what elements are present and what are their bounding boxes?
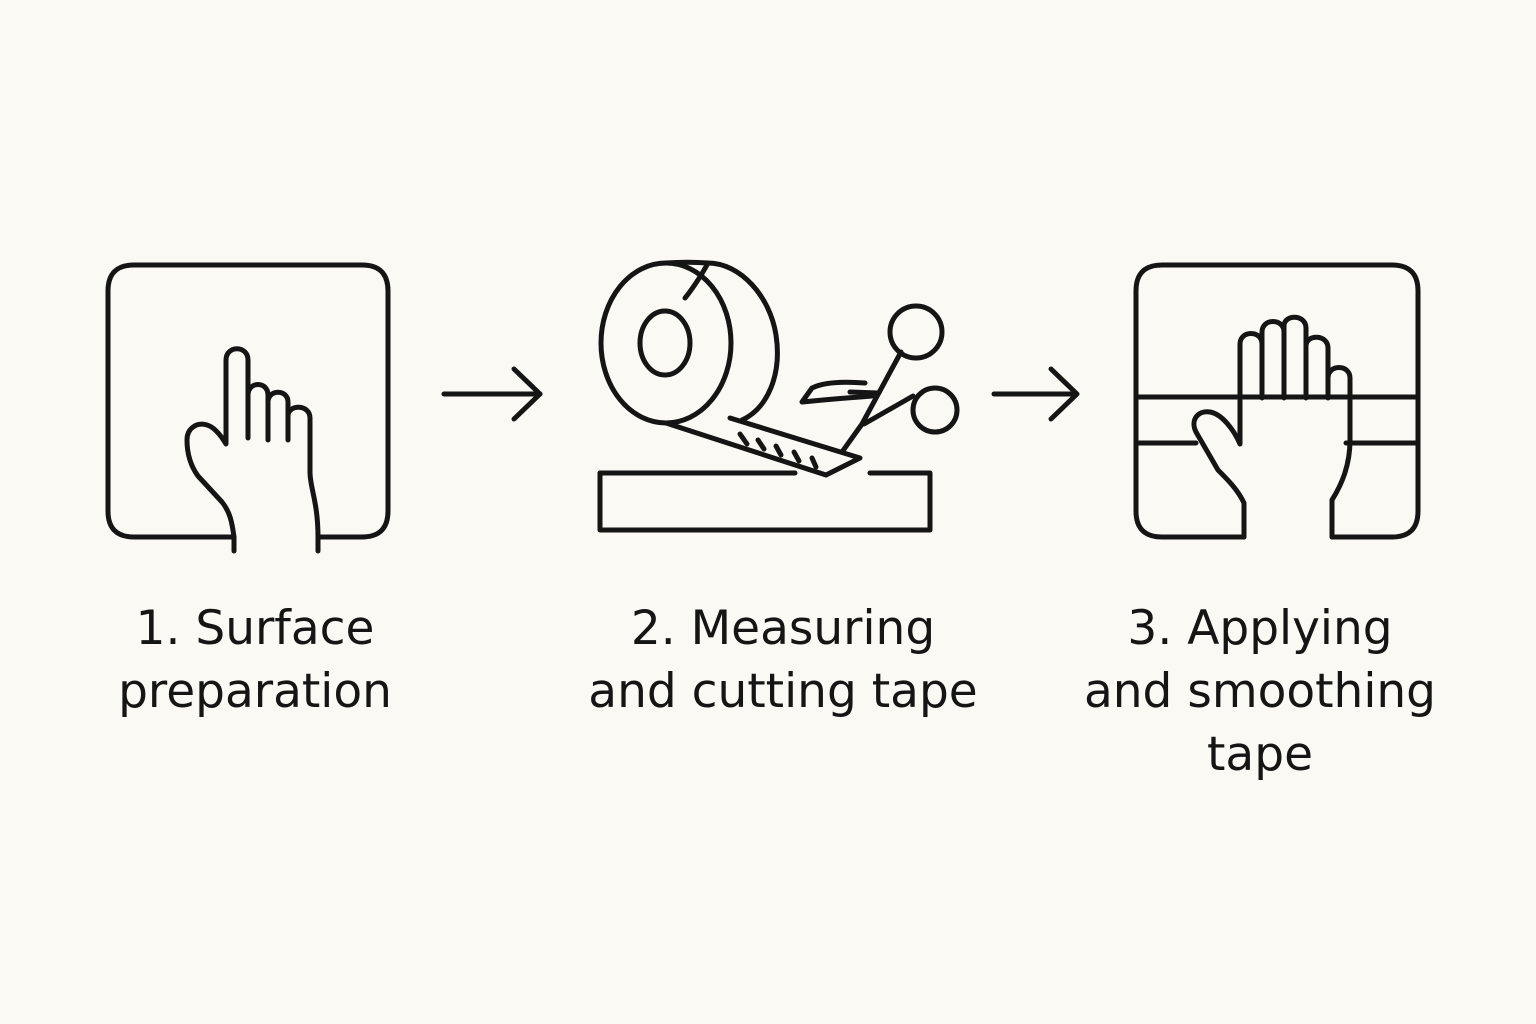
arrow-right-icon — [991, 366, 1080, 422]
hand-pointing-on-surface-icon — [105, 262, 391, 554]
step-3-label-line-2: and smoothing — [1083, 664, 1437, 719]
step-2-label: 2. Measuring and cutting tape — [560, 597, 1006, 723]
step-2-label-line-1: 2. Measuring — [630, 601, 936, 656]
step-1-label: 1. Surface preparation — [96, 597, 414, 723]
step-3-label-line-3: tape — [1207, 727, 1313, 782]
step-3-label-line-1: 3. Applying — [1127, 601, 1393, 656]
hand-smoothing-tape-icon — [1133, 262, 1421, 540]
tape-roll-with-scissors-icon — [597, 259, 960, 533]
step-1-label-line-1: 1. Surface — [135, 601, 375, 656]
step-3-label: 3. Applying and smoothing tape — [1060, 597, 1460, 786]
step-1-label-line-2: preparation — [118, 664, 392, 719]
step-2-label-line-2: and cutting tape — [588, 664, 978, 719]
arrow-right-icon — [441, 366, 543, 422]
